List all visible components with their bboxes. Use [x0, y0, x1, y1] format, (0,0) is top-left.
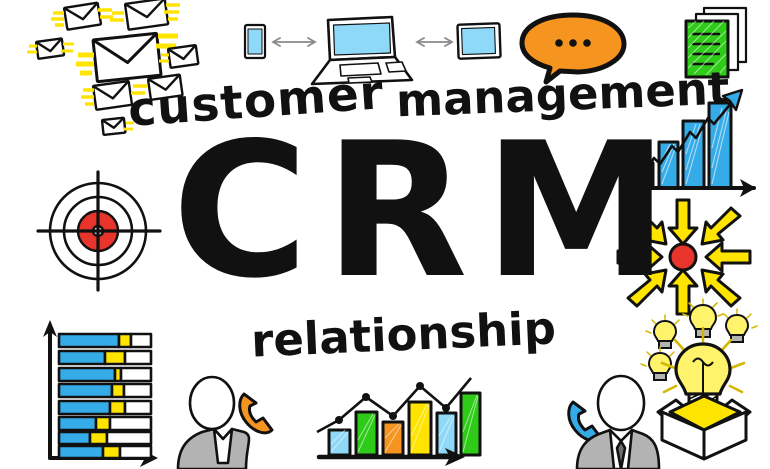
agent-avatar-group — [525, 368, 665, 469]
lightbulbs-in-box-group — [640, 298, 770, 469]
colored-bar-chart — [315, 372, 482, 469]
speed-lines — [51, 8, 113, 27]
envelope-icon — [27, 0, 200, 137]
customer-avatar-group — [168, 368, 298, 469]
double-arrow-icon-2 — [415, 37, 454, 47]
bar-row — [57, 415, 153, 432]
bar-row — [57, 382, 153, 399]
double-arrow-icon — [271, 37, 317, 47]
dot-1 — [555, 39, 563, 47]
bar-row — [57, 349, 153, 366]
laptop-icon — [310, 15, 414, 86]
y-axis-arrow — [43, 320, 57, 337]
person-avatar-icon — [575, 374, 661, 469]
bar-row — [57, 444, 153, 460]
tablet-icon — [456, 22, 502, 60]
converging-arrows-group — [604, 196, 764, 318]
person-avatar-icon — [176, 375, 251, 469]
stacked-bar-chart — [12, 310, 172, 469]
phone-handset-icon-orange — [238, 392, 274, 435]
document-stack-icon — [676, 6, 760, 86]
growth-chart — [608, 84, 768, 202]
big-bulb-rays — [660, 326, 746, 394]
connected-devices-group — [240, 8, 502, 98]
speech-bubble-icon — [516, 12, 631, 85]
bar-row — [57, 430, 153, 446]
smartphone-icon — [243, 23, 267, 60]
small-bulb-icon-4 — [640, 346, 680, 381]
envelopes-cluster — [20, 0, 280, 137]
bar-rows — [57, 332, 153, 460]
bar-row — [57, 366, 153, 383]
word-relationship: relationship — [249, 301, 557, 368]
small-bulb-icon-2 — [645, 314, 680, 349]
small-bulb-icon-3 — [723, 308, 758, 343]
bullseye-target-icon — [34, 166, 164, 296]
bar-row — [57, 399, 153, 416]
word-crm-title: CRM — [172, 102, 685, 319]
open-box-icon — [656, 394, 752, 461]
big-lightbulb-icon — [674, 342, 732, 416]
bar-row — [57, 332, 153, 349]
dot-3 — [583, 39, 591, 47]
dot-2 — [569, 39, 577, 47]
